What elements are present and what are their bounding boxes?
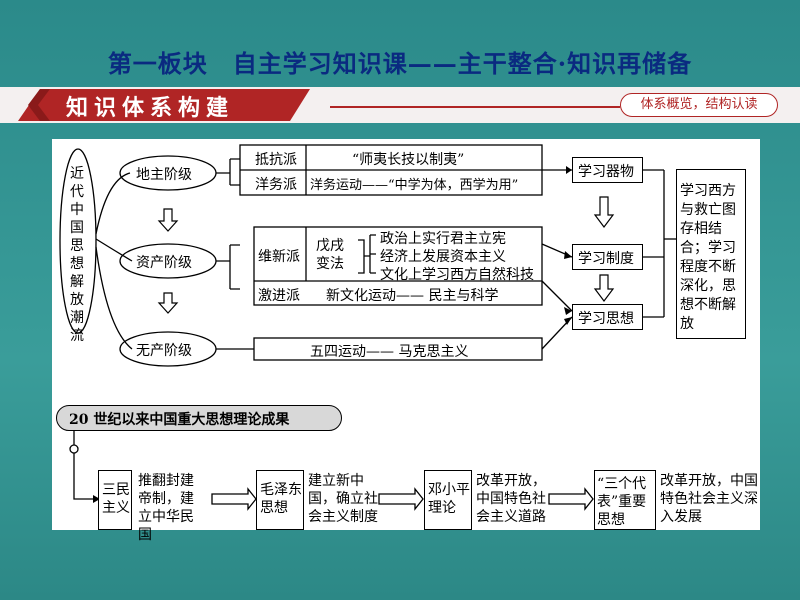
achievement-2-name: 毛泽东思想 [260, 482, 302, 516]
proletariat-content: 五四运动—— 马克思主义 [310, 344, 469, 360]
brace-upper [95, 172, 131, 235]
achievement-1-name-box: 三民主义 [98, 470, 132, 530]
brace-lower [95, 246, 133, 350]
down-arrow-4 [593, 274, 615, 302]
tagline-badge: 体系概览，结构认读 [620, 93, 778, 117]
page-title: 第一板块 自主学习知识课——主干整合·知识再储备 [107, 49, 693, 78]
diagram-lines [59, 144, 676, 511]
westernization-content: 洋务运动——“中学为体，西学为用” [310, 178, 519, 193]
achievement-4-name-box: “三个代表”重要思想 [594, 470, 656, 530]
class-bourgeois: 资产阶级 [136, 255, 192, 271]
down-arrow-3 [593, 196, 615, 228]
summary-text: 学习西方与救亡图存相结合；学习程度不断深化，思想不断解放 [680, 183, 736, 332]
class-proletariat: 无产阶级 [136, 343, 192, 359]
root-ellipse [59, 148, 97, 334]
stage-system: 学习制度 [578, 251, 634, 267]
achievement-3-name-box: 邓小平理论 [424, 470, 472, 530]
stage-thought: 学习思想 [578, 311, 634, 327]
achievement-3-desc: 改革开放，中国特色社会主义道路 [476, 473, 546, 525]
stage-tools: 学习器物 [578, 164, 634, 180]
achievement-4-desc: 改革开放，中国特色社会主义深入发展 [660, 473, 758, 525]
reform-head: 戊戌变法 [316, 238, 344, 272]
achievement-4-name: “三个代表”重要思想 [597, 476, 647, 528]
reform-item-1: 政治上实行君主立宪 [380, 231, 506, 247]
down-arrow-2 [157, 292, 179, 314]
reform-item-3: 文化上学习西方自然科技 [380, 267, 534, 283]
down-arrow-1 [157, 208, 179, 232]
stage-system-box: 学习制度 [572, 244, 643, 270]
achievement-2-desc: 建立新中国，确立社会主义制度 [308, 473, 378, 525]
faction-resist: 抵抗派 [255, 152, 297, 168]
stage-thought-box: 学习思想 [572, 304, 643, 330]
faction-westernization: 洋务派 [255, 177, 297, 193]
knowledge-diagram: 近代中国思想解放潮流 地主阶级 资产阶级 无产阶级 抵抗派 洋务派 维新派 激进… [52, 139, 760, 543]
radical-content: 新文化运动—— 民主与科学 [326, 288, 499, 304]
brace-middle [95, 238, 133, 262]
resist-content: “师夷长技以制夷” [352, 152, 465, 168]
stage-tools-box: 学习器物 [572, 157, 643, 183]
achievement-1-desc: 推翻封建帝制，建立中华民国 [138, 473, 194, 543]
tagline-line [330, 106, 620, 108]
faction-reform: 维新派 [258, 249, 300, 265]
class-landlord: 地主阶级 [136, 167, 192, 183]
achievement-3-name: 邓小平理论 [428, 482, 470, 516]
root-label: 近代中国思想解放潮流 [70, 166, 84, 344]
achievement-2-name-box: 毛泽东思想 [256, 470, 304, 530]
summary-box: 学习西方与救亡图存相结合；学习程度不断深化，思想不断解放 [676, 169, 746, 339]
faction-radical: 激进派 [258, 288, 300, 304]
achievement-1-name: 三民主义 [102, 482, 130, 516]
achievements-heading: 20 世纪以来中国重大思想理论成果 [69, 412, 290, 428]
achievements-heading-box: 20 世纪以来中国重大思想理论成果 [56, 405, 342, 431]
reform-item-2: 经济上发展资本主义 [380, 249, 506, 265]
section-banner [18, 89, 310, 121]
section-label: 知识体系构建 [66, 96, 235, 121]
